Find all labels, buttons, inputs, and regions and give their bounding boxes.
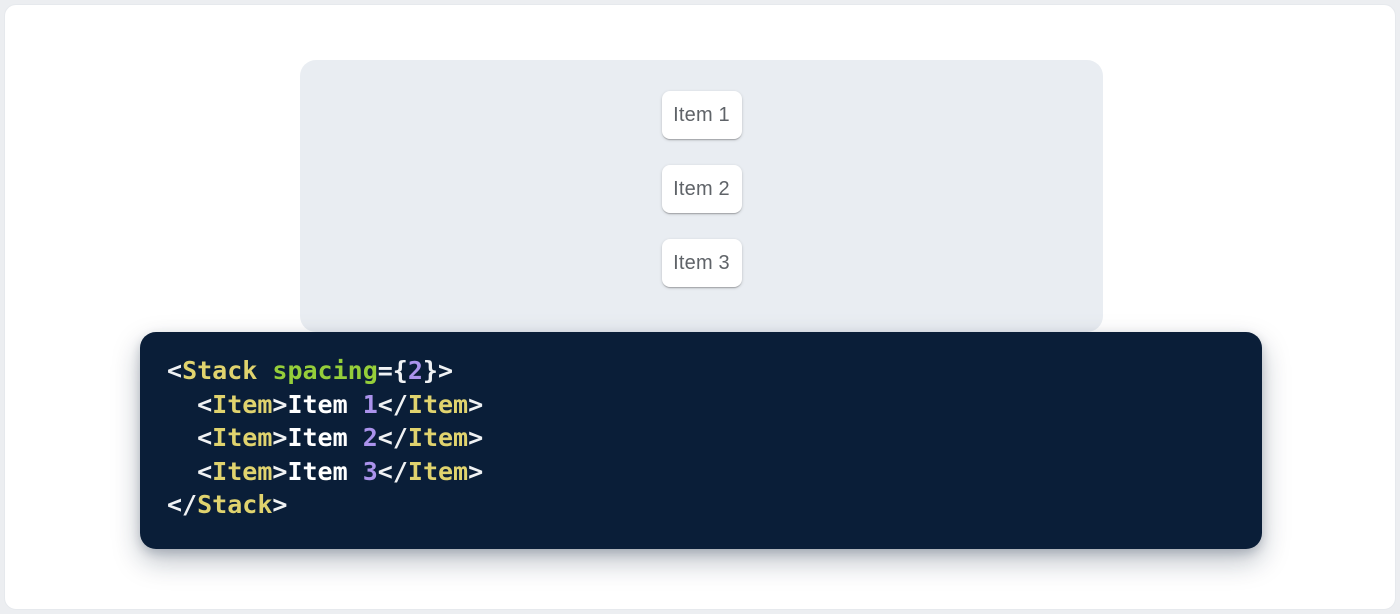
item-card: Item 3 bbox=[661, 239, 742, 287]
item-card: Item 1 bbox=[661, 91, 742, 139]
code-line: <Item>Item 2</Item> bbox=[197, 423, 484, 453]
stack-demo-panel: Item 1 Item 2 Item 3 bbox=[300, 60, 1103, 332]
code-line: </Stack> bbox=[167, 490, 288, 520]
item-label: Item 2 bbox=[673, 177, 730, 200]
code-line: <Item>Item 3</Item> bbox=[197, 456, 484, 486]
code-line: <Item>Item 1</Item> bbox=[197, 389, 484, 419]
item-label: Item 3 bbox=[673, 251, 730, 274]
code-block: <Stack spacing={2}> <Item>Item 1</Item> … bbox=[140, 332, 1262, 549]
item-label: Item 1 bbox=[673, 103, 730, 126]
item-card: Item 2 bbox=[661, 165, 742, 213]
code-line: <Stack spacing={2}> bbox=[167, 356, 454, 385]
code-content: <Stack spacing={2}> <Item>Item 1</Item> … bbox=[167, 354, 1234, 522]
stack-container: Item 1 Item 2 Item 3 bbox=[300, 60, 1103, 287]
